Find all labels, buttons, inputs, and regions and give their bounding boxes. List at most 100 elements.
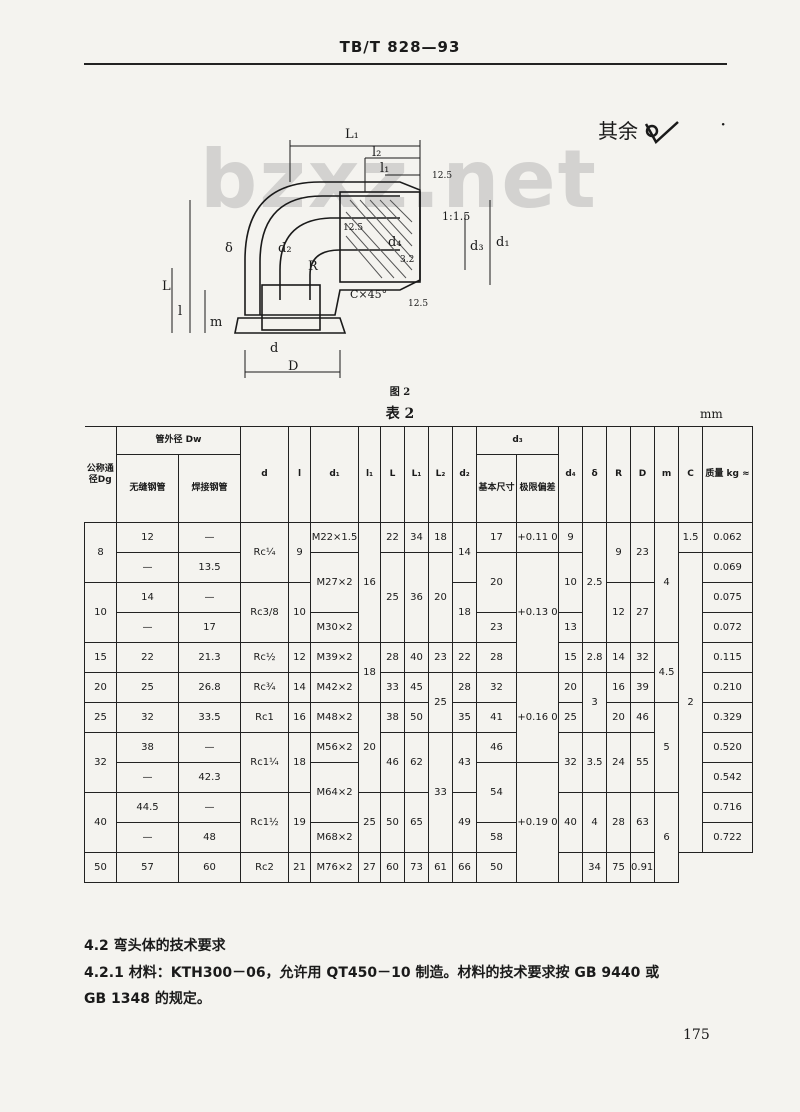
section-body-line1: 4.2.1 材料：KTH300－06，允许用 QT450－10 制造。材料的技术… [84,965,660,981]
col-C: C [678,426,704,523]
cell-l1: 20 [358,702,382,793]
bottom-flange [234,317,347,334]
dim-delta: δ [225,241,233,256]
cell-dg: 15 [84,642,117,673]
roughness-note-text: 其余 [598,119,638,143]
spec-table: 公称通径Dg 管外径 Dw d l d₁ l₁ L L₁ L₂ d₂ d₃ d₄… [84,426,754,883]
cell-l1: 27 [358,852,382,883]
cell-seamless: 25 [116,672,179,703]
col-d4: d₄ [558,426,584,523]
cell-d1: M68×2 [310,822,360,853]
cell-d4: 32 [558,732,584,793]
table-row: 32 38 — Rc1¼ 18 M56×2 46 62 33 43 46 32 … [84,732,754,853]
cell-L: 38 [380,702,406,733]
table-unit: mm [700,407,723,421]
cell-l: 10 [288,582,312,643]
cell-dev: +0.19 0 [516,762,560,883]
cell-welded: 33.5 [177,702,242,733]
cell-d1: M42×2 [310,672,360,703]
cell-dg: 8 [84,522,117,583]
cell-d3: 28 [476,642,518,673]
cell-welded: — [177,582,242,613]
cell-m: 6 [654,792,680,883]
cell-d: Rc½ [240,642,290,673]
cell-welded: 13.5 [177,552,242,583]
header-rule [84,63,727,65]
cell-seamless: — [116,552,179,583]
cell-welded: — [177,792,242,823]
table-row: 8 12 — Rc¼ 9 M22×1.5 16 22 34 18 14 17 +… [84,522,754,643]
cell-d2: 49 [452,792,478,853]
cell-d4: 10 [558,552,584,613]
cell-mass: 0.542 [702,762,754,793]
col-R: R [606,426,632,523]
dim-L1: L₁ [345,127,359,142]
cell-dev: +0.13 0 [516,552,560,673]
cell-L2: 20 [428,552,454,643]
cell-d4: 25 [558,702,584,733]
cell-L1: 36 [404,552,430,643]
dim-d2: d₂ [278,241,292,256]
cell-d2: 18 [452,582,478,643]
cell-L1: 34 [404,522,430,553]
cell-d2: 22 [452,642,478,673]
col-d3: d₃ [476,426,560,455]
cell-mass: 0.912 [630,852,656,883]
cell-welded: 17 [177,612,242,643]
cell-seamless: 22 [116,642,179,673]
cell-d2: 61 [428,852,454,883]
cell-mass: 0.072 [702,612,754,643]
col-deviation: 极限偏差 [516,454,560,523]
cell-l: 14 [288,672,312,703]
col-L: L [380,426,406,523]
cell-R: 28 [606,792,632,853]
table-row: — 42.3 M64×2 54 +0.19 0 0.542 [85,762,754,883]
cell-d3: 66 [452,852,478,883]
cell-mass: 0.075 [702,582,754,613]
cell-welded: 21.3 [177,642,242,673]
dim-d4: d₄ [388,235,402,250]
cell-dg: 32 [84,732,117,793]
dim-d: d [270,341,278,356]
cell-D: 46 [630,702,656,733]
cell-dg: 50 [84,852,117,883]
col-L2: L₂ [428,426,454,523]
table-row: 20 25 26.8 Rc¾ 14 M42×2 33 45 25 28 32 +… [84,672,754,763]
chamfer-note: C×45° [350,288,387,301]
col-mass: 质量 kg ≈ [702,426,754,523]
cell-L: 33 [380,672,406,703]
cell-L2: 25 [428,672,454,733]
cell-m: 4 [654,522,680,643]
cell-mass: 0.069 [702,552,754,583]
cell-R: 9 [606,522,632,583]
cell-dev: +0.11 0 [516,522,560,553]
col-welded: 焊接钢管 [177,454,242,523]
cell-d4: 40 [558,792,584,853]
cell-L1: 40 [404,642,430,673]
cell-d1: M56×2 [310,732,360,763]
cell-l1: 25 [358,792,382,853]
cell-l: 9 [288,522,312,583]
cell-L: 22 [380,522,406,553]
cell-d: Rc2 [240,852,290,883]
cell-L2: 18 [428,522,454,553]
watermark: bzxz.net [200,133,598,226]
cell-L: 28 [380,642,406,673]
section-body-line2: GB 1348 的规定。 [84,991,211,1007]
cell-seamless: — [116,612,179,643]
cell-R: 20 [606,702,632,733]
cell-l: 18 [288,732,312,793]
cell-dg: 25 [84,702,117,733]
cell-d4: 20 [558,672,584,703]
cell-D: 39 [630,672,656,703]
cell-d4: 50 [476,852,518,883]
cell-d1: M64×2 [310,762,360,823]
standard-number-header: TB/T 828—93 [339,38,461,56]
cell-L1: 45 [404,672,430,703]
cell-welded: — [177,522,242,553]
cell-dg: 20 [84,672,117,703]
cell-d: Rc3/8 [240,582,290,643]
cell-l: 12 [288,642,312,673]
table-row: — 48 M68×2 58 0.722 [85,822,754,853]
roughness-12-5-top: 12.5 [432,171,452,181]
